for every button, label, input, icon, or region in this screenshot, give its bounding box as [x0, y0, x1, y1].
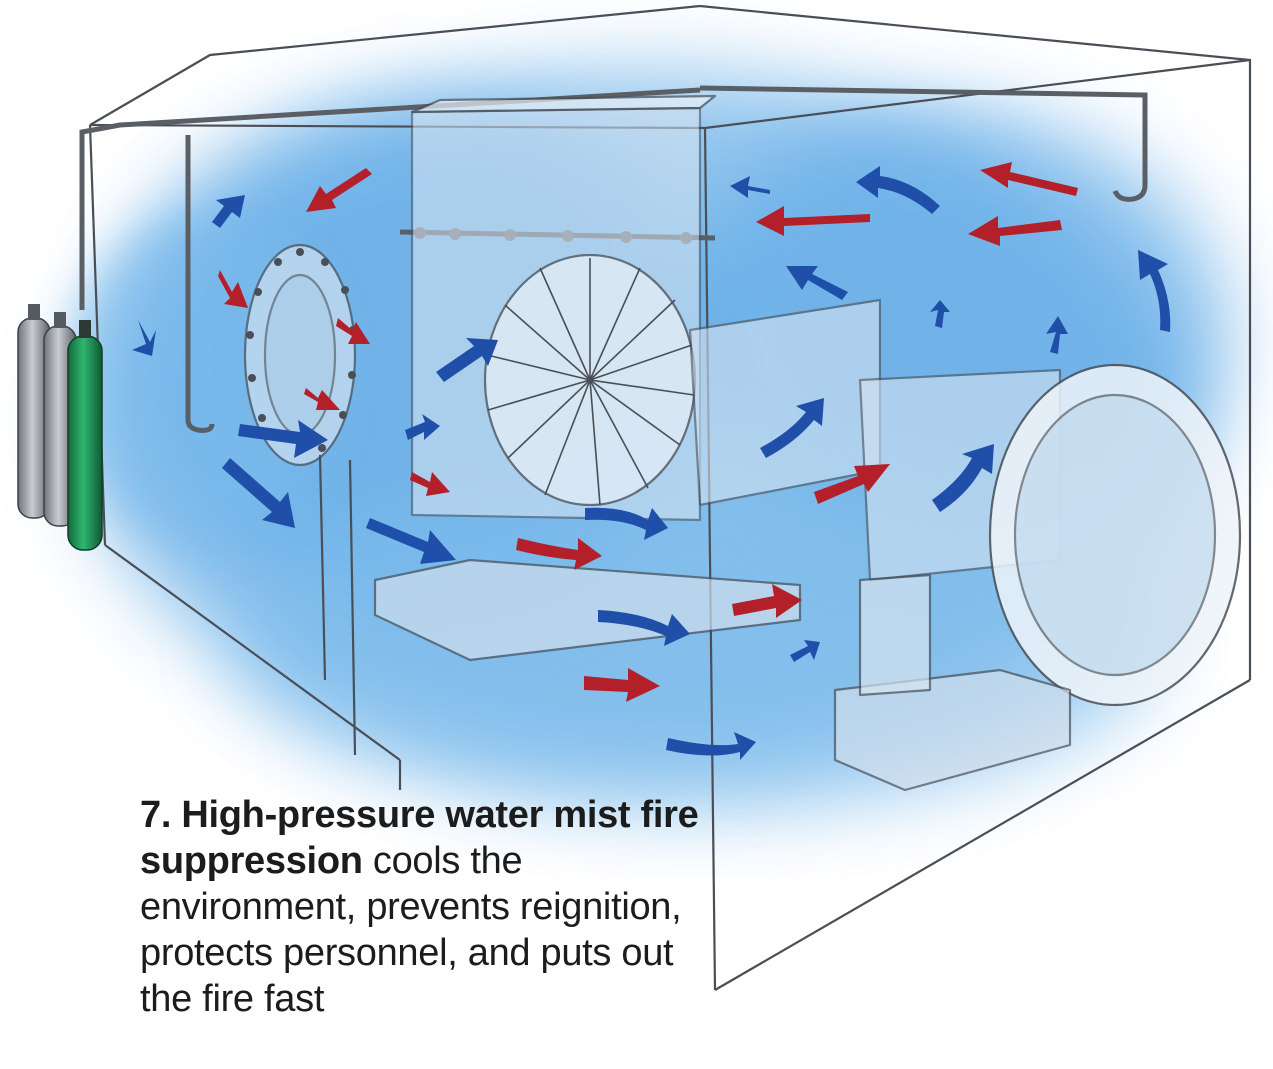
arrow-cool	[790, 640, 820, 662]
caption-bold: 7. High-pressure water mist fire suppres…	[140, 794, 699, 882]
arrow-cool	[436, 338, 498, 382]
arrow-hot	[306, 168, 372, 212]
arrow-cool	[222, 458, 295, 528]
arrow-hot	[814, 464, 890, 504]
arrow-hot	[732, 584, 802, 618]
gas-cylinders	[17, 304, 103, 551]
caption-rest: cools the environment, prevents reigniti…	[140, 840, 682, 1020]
arrow-hot	[304, 388, 340, 410]
arrow-cool	[238, 420, 328, 458]
turbine-machinery	[243, 94, 1242, 792]
arrow-cool	[760, 398, 824, 458]
arrow-cool	[366, 518, 456, 564]
hot-airflow-arrows	[218, 162, 1078, 702]
arrow-cool	[405, 414, 440, 440]
diagram-caption: 7. High-pressure water mist fire suppres…	[140, 792, 700, 1022]
arrow-cool	[730, 176, 770, 198]
arrow-hot	[756, 206, 870, 236]
arrow-cool	[1046, 316, 1068, 354]
arrow-cool	[585, 507, 668, 540]
arrow-cool	[598, 610, 690, 646]
arrow-cool	[212, 195, 245, 228]
arrow-cool	[132, 320, 156, 356]
arrow-hot	[336, 318, 370, 344]
arrow-cool	[1138, 250, 1171, 332]
cylinder-green	[67, 320, 103, 551]
arrow-hot	[968, 216, 1062, 246]
cool-airflow-arrows	[132, 166, 1171, 760]
arrow-cool	[856, 166, 940, 214]
arrow-hot	[410, 472, 450, 496]
arrow-hot	[218, 270, 248, 308]
arrow-cool	[666, 732, 756, 760]
arrow-cool	[932, 444, 994, 512]
arrow-hot	[980, 162, 1078, 196]
arrow-cool	[786, 266, 848, 300]
arrow-hot	[584, 668, 660, 702]
arrow-cool	[930, 300, 950, 328]
arrow-hot	[516, 538, 602, 570]
